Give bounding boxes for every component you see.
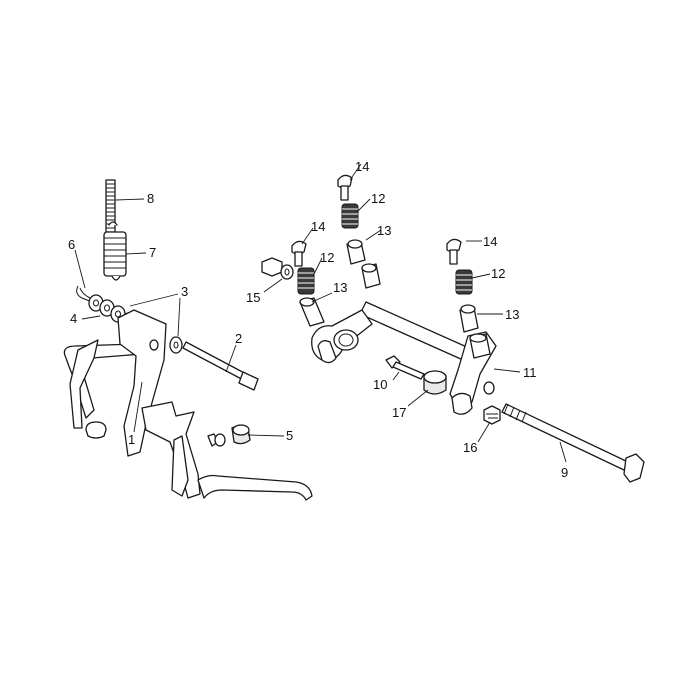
- spacer-part-17: [423, 370, 473, 415]
- callout-14-top: 14: [355, 159, 369, 174]
- callout-13-left: 13: [333, 280, 347, 295]
- bolt-part-10: [385, 355, 425, 380]
- callout-15: 15: [246, 290, 260, 305]
- callout-3: 3: [181, 284, 188, 299]
- callout-14-left: 14: [311, 219, 325, 234]
- callout-10: 10: [373, 377, 387, 392]
- callout-12-right: 12: [491, 266, 505, 281]
- bushing-part-5: [207, 424, 251, 447]
- callout-7: 7: [149, 245, 156, 260]
- callout-14-right: 14: [483, 234, 497, 249]
- spring-part-7: [103, 221, 127, 281]
- callout-16: 16: [463, 440, 477, 455]
- callout-5: 5: [286, 428, 293, 443]
- callout-8: 8: [147, 191, 154, 206]
- rod-part-2: [182, 341, 259, 391]
- leader-lines: [74, 163, 567, 463]
- right-pin-spring-bushing-group: [446, 238, 479, 333]
- callout-12-top: 12: [371, 191, 385, 206]
- callout-4: 4: [70, 311, 77, 326]
- top-pin-spring-bushing-group: [337, 174, 366, 265]
- callout-9: 9: [561, 465, 568, 480]
- callout-12-left: 12: [320, 250, 334, 265]
- callout-11: 11: [523, 365, 537, 380]
- left-pin-spring-nut-group: [261, 240, 315, 295]
- cotter-pin-part-6: [76, 285, 93, 303]
- lift-shaft-assembly-part-11: [299, 263, 497, 409]
- callout-1: 1: [128, 432, 135, 447]
- lock-nut-part-16: [483, 405, 501, 425]
- callout-13-top: 13: [377, 223, 391, 238]
- pedal-frame-part-1: [63, 309, 313, 501]
- callout-17: 17: [392, 405, 406, 420]
- callout-13-right: 13: [505, 307, 519, 322]
- callout-6: 6: [68, 237, 75, 252]
- callout-2: 2: [235, 331, 242, 346]
- long-bolt-part-9: [501, 403, 645, 483]
